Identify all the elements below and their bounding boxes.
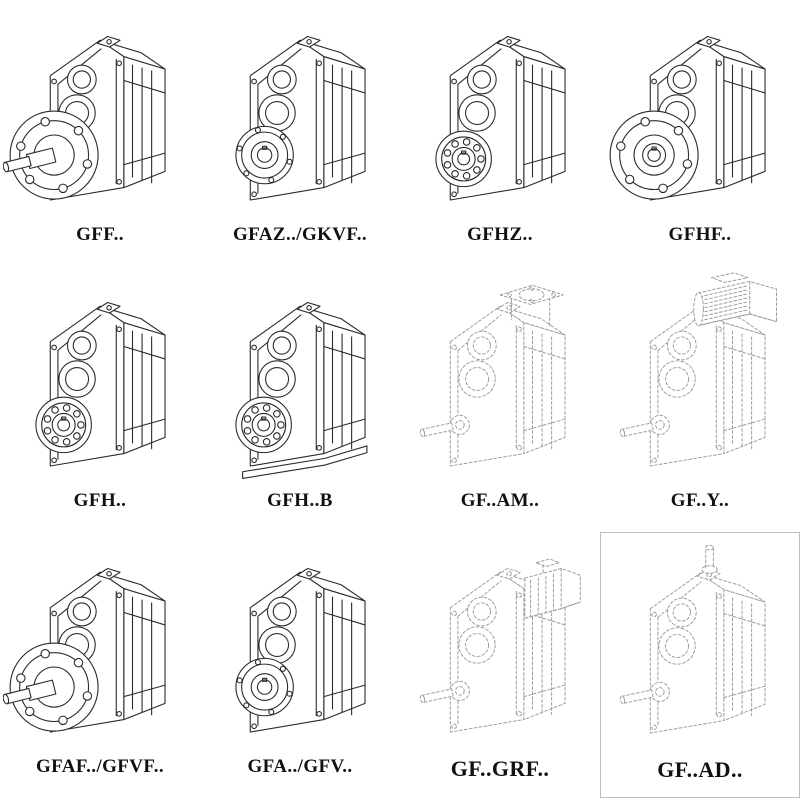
model-label: GFH.. <box>73 490 127 511</box>
gearbox-flange-solid-shaft-icon <box>3 35 166 201</box>
gearbox-hollow-shaft-icon <box>235 35 366 201</box>
catalog-cell: GFH..B <box>200 266 400 532</box>
catalog-cell: GFHF.. <box>600 0 800 266</box>
model-label: GF..GRF.. <box>450 756 550 781</box>
catalog-cell: GF..AD.. <box>600 532 800 798</box>
catalog-cell: GFH.. <box>0 266 200 532</box>
gearbox-input-shaft-adapter-icon <box>619 544 766 734</box>
gearbox-flange-hollow-shaft-icon <box>609 35 766 201</box>
catalog-cell: GFHZ.. <box>400 0 600 266</box>
model-label: GFF.. <box>76 224 124 245</box>
catalog-cell: GFA../GFV.. <box>200 532 400 798</box>
catalog-cell: GFAF../GFVF.. <box>0 532 200 798</box>
catalog-cell: GF..GRF.. <box>400 532 600 798</box>
catalog-cell: GF..AM.. <box>400 266 600 532</box>
gearbox-iec-adapter-icon <box>419 284 566 467</box>
gearbox-foot-mounted-icon <box>235 301 368 479</box>
gearbox-backstop-unit-icon <box>419 558 581 733</box>
model-label: GF..AD.. <box>657 757 743 782</box>
model-label: GF..AM.. <box>460 490 540 511</box>
gearbox-hollow-bearing-icon <box>35 301 166 467</box>
gearbox-hollow-shaft-icon <box>235 567 366 733</box>
model-label: GFA../GFV.. <box>247 756 353 777</box>
model-label: GFAZ../GKVF.. <box>233 224 367 245</box>
gearbox-flange-solid-shaft-icon <box>3 567 166 733</box>
model-label: GFAF../GFVF.. <box>35 756 164 777</box>
catalog-cell: GFAZ../GKVF.. <box>200 0 400 266</box>
model-label: GF..Y.. <box>670 490 730 511</box>
model-label: GFH..B <box>267 490 333 511</box>
gearbox-with-motor-icon <box>619 272 777 467</box>
catalog-cell: GF..Y.. <box>600 266 800 532</box>
gearbox-shrink-disc-icon <box>435 35 566 201</box>
catalog-cell: GFF.. <box>0 0 200 266</box>
model-label: GFHZ.. <box>467 224 533 245</box>
model-label: GFHF.. <box>668 224 732 245</box>
